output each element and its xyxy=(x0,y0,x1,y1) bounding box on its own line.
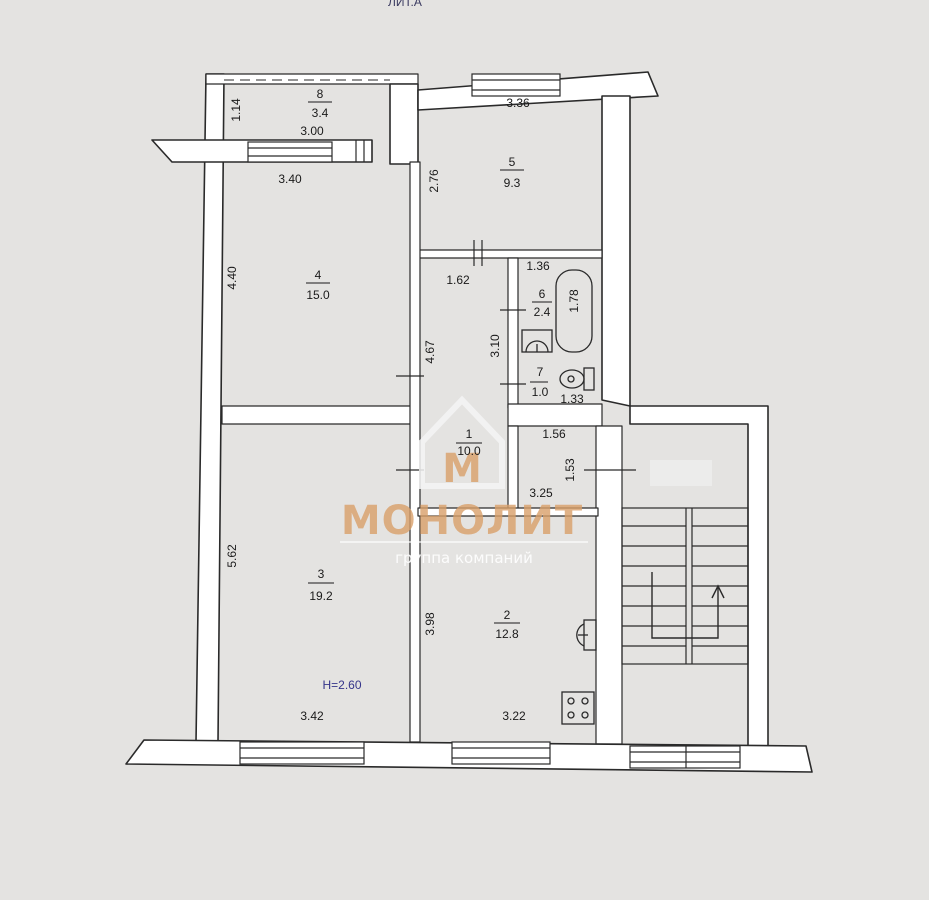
litera-label: ЛИТ.А xyxy=(388,0,422,9)
dim-1-33: 1.33 xyxy=(560,392,584,406)
room-6-number: 6 xyxy=(539,287,546,301)
room-3-area: 19.2 xyxy=(309,589,333,603)
staircase xyxy=(621,507,749,665)
dimension-labels: 1.14 3.00 3.36 3.40 2.76 1.36 1.78 1.62 … xyxy=(225,96,584,723)
blurred-label xyxy=(650,460,712,486)
room-4-area: 15.0 xyxy=(306,288,330,302)
room-7-number: 7 xyxy=(537,365,544,379)
room-6-area: 2.4 xyxy=(534,305,551,319)
dim-3-00: 3.00 xyxy=(300,124,324,138)
dim-1-62: 1.62 xyxy=(446,273,470,287)
ceiling-height: H=2.60 xyxy=(322,678,361,692)
room-5-area: 9.3 xyxy=(504,176,521,190)
room-8-area: 3.4 xyxy=(312,106,329,120)
dim-1-53: 1.53 xyxy=(563,458,577,482)
brand-tagline: группа компаний xyxy=(395,549,533,567)
door-marks xyxy=(355,140,636,471)
room-7-area: 1.0 xyxy=(532,385,549,399)
room-2-area: 12.8 xyxy=(495,627,519,641)
dim-3-25: 3.25 xyxy=(529,486,553,500)
dim-3-42: 3.42 xyxy=(300,709,324,723)
room-4-number: 4 xyxy=(315,268,322,282)
dim-1-56: 1.56 xyxy=(542,427,566,441)
dim-1-14: 1.14 xyxy=(229,98,243,122)
monolit-logo: М МОНОЛИТ группа компаний xyxy=(340,395,588,567)
dim-1-78: 1.78 xyxy=(567,289,581,313)
stove-icon xyxy=(561,691,595,725)
sink-icon xyxy=(521,329,553,353)
dim-1-36: 1.36 xyxy=(526,259,550,273)
room-5-number: 5 xyxy=(509,155,516,169)
logo-letter: М xyxy=(442,446,482,492)
room-1-number: 1 xyxy=(466,427,473,441)
toilet-icon xyxy=(559,367,595,391)
room-1-area: 10.0 xyxy=(457,444,481,458)
dim-3-22: 3.22 xyxy=(502,709,526,723)
dim-3-40: 3.40 xyxy=(278,172,302,186)
bathtub-icon xyxy=(555,269,593,353)
room-8-number: 8 xyxy=(317,87,324,101)
dim-3-36: 3.36 xyxy=(506,96,530,110)
dim-4-67: 4.67 xyxy=(423,340,437,364)
dim-5-62: 5.62 xyxy=(225,544,239,568)
dim-4-40: 4.40 xyxy=(225,266,239,290)
dim-3-10: 3.10 xyxy=(488,334,502,358)
brand-name: МОНОЛИТ xyxy=(341,498,583,544)
room-2-number: 2 xyxy=(504,608,511,622)
walls xyxy=(125,71,813,773)
room-3-number: 3 xyxy=(318,567,325,581)
kitchen-sink-icon xyxy=(576,619,597,651)
dim-2-76: 2.76 xyxy=(427,169,441,193)
dim-3-98: 3.98 xyxy=(423,612,437,636)
room-labels xyxy=(306,101,552,624)
windows xyxy=(239,73,741,769)
stair-arrow-icon xyxy=(651,572,719,639)
